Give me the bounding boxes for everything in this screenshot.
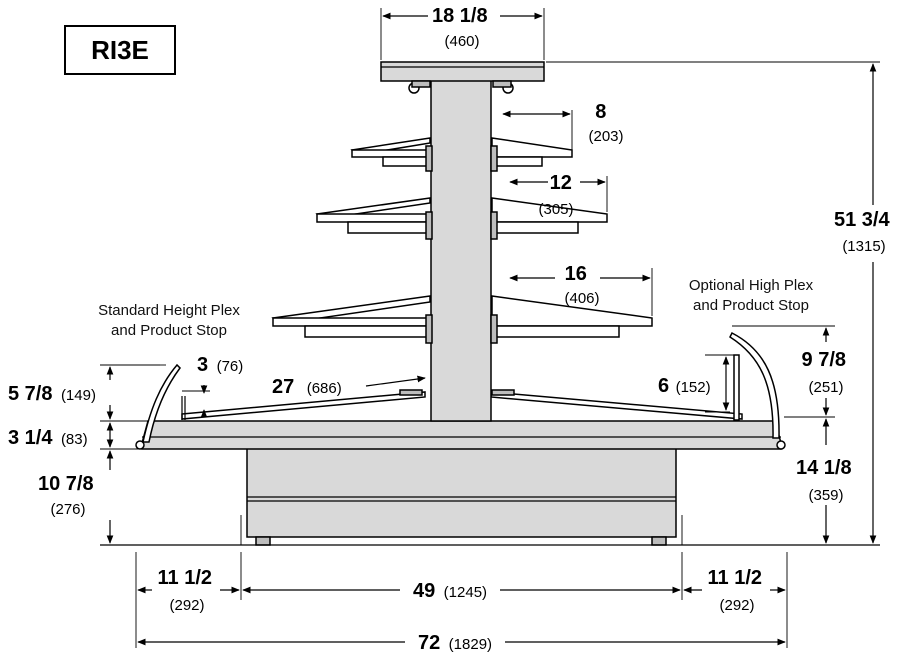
- dim-side-right: 11 1/2 (292): [708, 567, 767, 614]
- dim-stop-right: 6 (152): [658, 375, 711, 397]
- dim-base-right: 14 1/8 (359): [796, 457, 856, 504]
- dim-high-plex: 9 7/8 (251): [802, 349, 851, 396]
- dim-deck: 27 (686): [272, 376, 342, 398]
- note-optional-line-1: Optional High Plex: [688, 277, 814, 294]
- unit-body: [100, 61, 880, 546]
- dim-rim: 3 1/4 (83): [8, 427, 88, 449]
- dim-shelf-2: 12 (305): [538, 172, 576, 218]
- dim-center: 49 (1245): [413, 580, 487, 602]
- dim-stop-left: 3 (76): [197, 354, 243, 376]
- dim-overall: 72 (1829): [418, 632, 492, 654]
- model-label: RI3E: [64, 25, 176, 75]
- dim-total-height: 51 3/4 (1315): [834, 209, 894, 255]
- note-optional-line-2: and Product Stop: [693, 297, 809, 314]
- dim-plex-left: 5 7/8 (149): [8, 383, 96, 405]
- dimension-labels: 18 1/8 (460) 8 (203) 12 (305) 16 (406) 5…: [8, 5, 894, 654]
- note-standard-plex: Standard Height Plex and Product Stop: [64, 301, 274, 341]
- note-standard-line-1: Standard Height Plex: [98, 302, 240, 319]
- dim-shelf-1: 8 (203): [588, 101, 623, 145]
- dimension-lines: [100, 8, 880, 648]
- dim-shelf-3: 16 (406): [564, 263, 599, 307]
- dim-top-width: 18 1/8 (460): [432, 5, 492, 50]
- note-optional-plex: Optional High Plex and Product Stop: [652, 276, 850, 316]
- dim-base-left: 10 7/8 (276): [38, 473, 98, 518]
- dim-side-left: 11 1/2 (292): [158, 567, 217, 614]
- note-standard-line-2: and Product Stop: [111, 322, 227, 339]
